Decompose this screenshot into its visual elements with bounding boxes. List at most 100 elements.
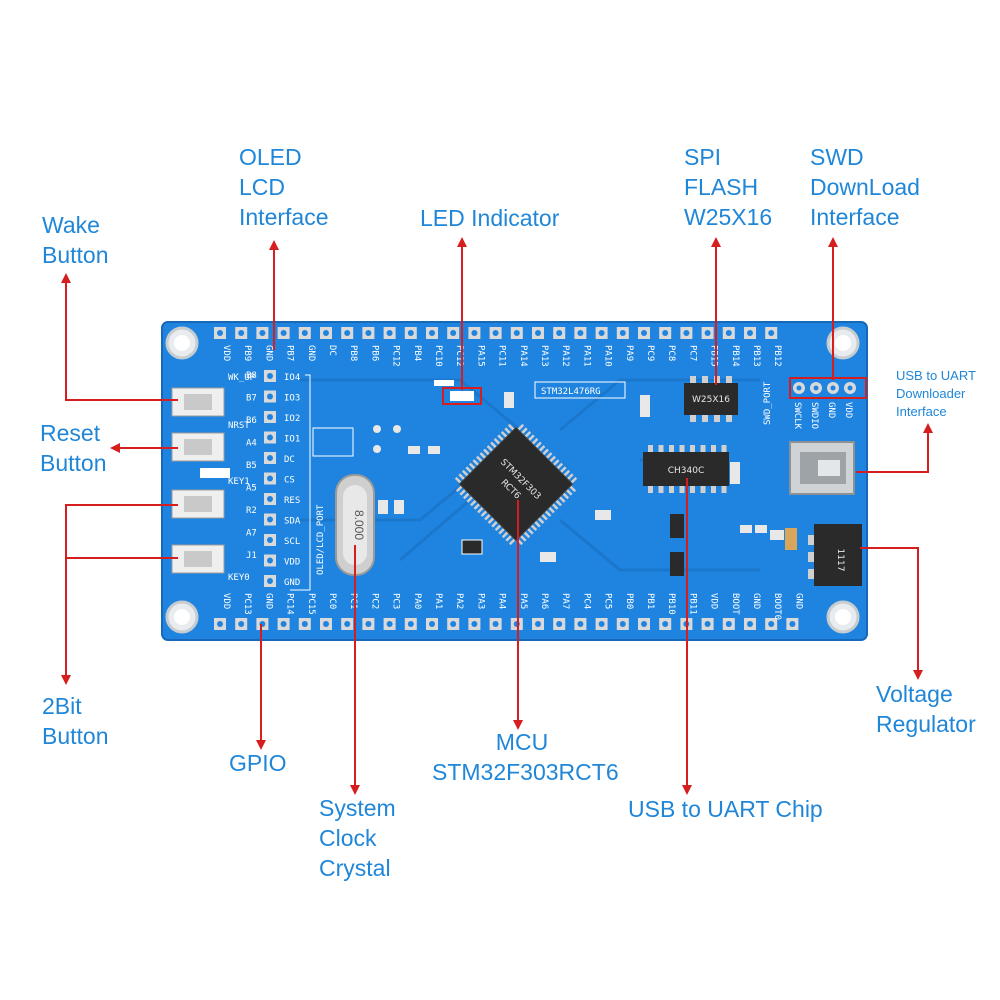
pin-label: PB10 bbox=[666, 593, 676, 615]
pin-label: SCL bbox=[284, 537, 300, 547]
pin-label: PB0 bbox=[624, 593, 634, 609]
pin-label: PC12 bbox=[454, 345, 464, 367]
pin-label: GND bbox=[306, 345, 316, 361]
pin-label: GND bbox=[263, 345, 273, 361]
pin-label: PC7 bbox=[687, 345, 697, 361]
pin-label: BOOT bbox=[730, 593, 740, 615]
btn-label: NRST bbox=[228, 421, 250, 431]
label-usb-uart-interface: USB to UART Downloader Interface bbox=[896, 368, 976, 419]
top-header-pins bbox=[214, 327, 778, 339]
pin-label: A5 bbox=[246, 484, 257, 494]
crystal-y2: 8.000 bbox=[335, 474, 375, 576]
pin-label: IO4 bbox=[284, 373, 300, 383]
label-usb-uart-chip: USB to UART Chip bbox=[628, 796, 823, 822]
pin-label: VDD bbox=[221, 593, 231, 609]
pin-label: PA13 bbox=[539, 345, 549, 367]
pin-label: PA11 bbox=[581, 345, 591, 367]
pin-label: PC4 bbox=[581, 593, 591, 609]
button-nrst bbox=[171, 432, 225, 462]
bottom-header-pins bbox=[214, 618, 799, 630]
passive-components bbox=[373, 392, 797, 562]
pin-label: PC15 bbox=[306, 593, 316, 615]
pin-label: B7 bbox=[246, 394, 257, 404]
pin-label: PC3 bbox=[391, 593, 401, 609]
pin-label: PC13 bbox=[242, 593, 252, 615]
pin-label: IO3 bbox=[284, 394, 300, 404]
pin-label: PB7 bbox=[285, 345, 295, 361]
svg-text:SWD_PORT: SWD_PORT bbox=[763, 381, 773, 425]
pin-label: PB11 bbox=[687, 593, 697, 615]
label-2bit-button: 2Bit Button bbox=[42, 693, 109, 749]
label-system-clock-crystal: System Clock Crystal bbox=[319, 795, 396, 881]
btn-label: WK_UP bbox=[228, 373, 256, 383]
pin-label: PB13 bbox=[751, 345, 761, 367]
label-led-indicator: LED Indicator bbox=[420, 205, 560, 231]
mini-usb-port bbox=[789, 441, 855, 495]
button-wk-up bbox=[171, 387, 225, 417]
pin-label: PB1 bbox=[645, 593, 655, 609]
pin-label: PC10 bbox=[433, 345, 443, 367]
pin-label: IO2 bbox=[284, 414, 300, 424]
pin-label: GND bbox=[793, 593, 803, 609]
pin-label: PA15 bbox=[475, 345, 485, 367]
spi-flash-chip: W25X16 bbox=[684, 376, 738, 422]
voltage-regulator: 1117 bbox=[808, 524, 862, 586]
pin-label: R2 bbox=[246, 506, 257, 516]
pin-label: PB4 bbox=[412, 345, 422, 361]
pin-label: PA6 bbox=[539, 593, 549, 609]
label-voltage-regulator: Voltage Regulator bbox=[876, 681, 976, 737]
pin-label: PB15 bbox=[709, 345, 719, 367]
btn-label: KEY0 bbox=[228, 573, 250, 583]
annotation-arrows bbox=[61, 237, 933, 795]
pin-label: PC11 bbox=[497, 345, 507, 367]
pin-label: PC14 bbox=[285, 593, 295, 615]
pin-label: PC9 bbox=[645, 345, 655, 361]
tactile-buttons: WK_UP NRST KEY1 KEY0 bbox=[171, 373, 256, 583]
pin-label: B5 bbox=[246, 461, 257, 471]
pin-label: PA14 bbox=[518, 345, 528, 367]
label-oled-lcd-interface: OLED LCD Interface bbox=[239, 144, 329, 230]
pin-label: PC2 bbox=[369, 593, 379, 609]
button-key0 bbox=[171, 544, 225, 574]
svg-text:CH340C: CH340C bbox=[668, 466, 705, 476]
btn-label: KEY1 bbox=[228, 477, 250, 487]
pin-label: IO1 bbox=[284, 435, 300, 445]
pin-label: DC bbox=[284, 455, 295, 465]
pin-label: GND bbox=[263, 593, 273, 609]
mcu-chip: STM32F303 RCT6 bbox=[454, 423, 578, 546]
svg-text:STM32L476RG: STM32L476RG bbox=[541, 387, 601, 397]
svg-text:8.000: 8.000 bbox=[352, 510, 366, 540]
label-swd-download: SWD DownLoad Interface bbox=[810, 144, 920, 230]
button-key1 bbox=[171, 489, 225, 519]
pin-label: J1 bbox=[246, 551, 257, 561]
lcd-port-label: OLED/LCD_PORT bbox=[316, 504, 326, 575]
pin-label: VDD bbox=[284, 558, 300, 568]
lcd-port-box bbox=[312, 427, 354, 457]
pin-label: PA5 bbox=[518, 593, 528, 609]
pin-label: GND bbox=[751, 593, 761, 609]
label-reset-button: Reset Button bbox=[40, 420, 107, 476]
pin-label: PB14 bbox=[730, 345, 740, 367]
label-wake-button: Wake Button bbox=[42, 212, 109, 268]
pin-label: PA9 bbox=[624, 345, 634, 361]
small-transistors bbox=[670, 514, 684, 576]
label-mcu: MCU STM32F303RCT6 bbox=[432, 729, 619, 785]
label-spi-flash: SPI FLASH W25X16 bbox=[684, 144, 773, 230]
pin-label: B6 bbox=[246, 416, 257, 426]
pin-label: A4 bbox=[246, 439, 257, 449]
label-gpio: GPIO bbox=[229, 750, 287, 776]
pin-label: SWDIO bbox=[809, 402, 819, 429]
pin-label: A7 bbox=[246, 529, 257, 539]
pin-label: VDD bbox=[221, 345, 231, 361]
pin-label: PA4 bbox=[497, 593, 507, 609]
pin-label: BOOT0 bbox=[772, 593, 782, 620]
pin-label: GND bbox=[284, 578, 300, 588]
pin-label: SWCLK bbox=[792, 402, 802, 430]
pin-label: PC8 bbox=[666, 345, 676, 361]
pin-label: PC5 bbox=[603, 593, 613, 609]
pin-label: GND bbox=[826, 402, 836, 418]
